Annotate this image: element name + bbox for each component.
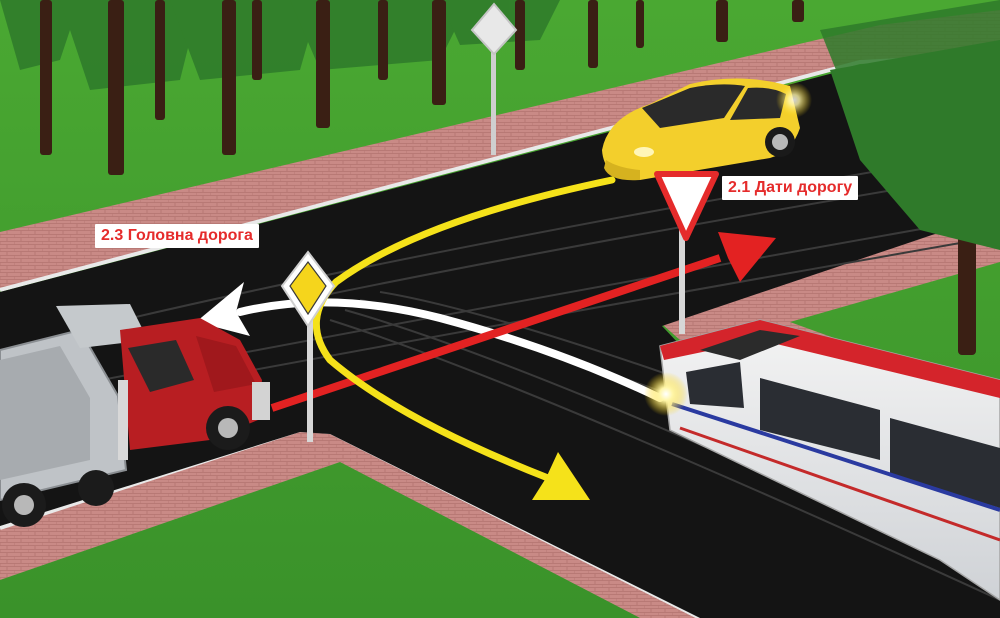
red-path-arrow [270, 232, 776, 412]
red-dump-truck [0, 304, 270, 527]
front-sidewalk [0, 428, 720, 618]
yellow-car [602, 78, 800, 181]
main-road-sign-icon [280, 250, 336, 442]
main-road-sign-label: 2.3 Головна дорога [95, 224, 259, 248]
white-red-tram [644, 319, 1000, 601]
give-way-sign-label: 2.1 Дати дорогу [722, 176, 859, 200]
distant-sign [470, 2, 518, 155]
forest [0, 0, 1000, 355]
give-way-sign-icon [654, 171, 719, 334]
